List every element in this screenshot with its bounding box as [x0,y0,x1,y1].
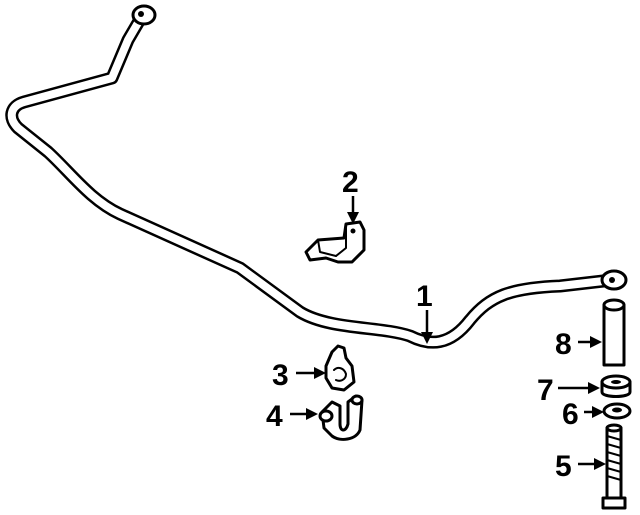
bushing-clamp [318,394,364,441]
callout-6: 6 [562,398,579,431]
callout-2: 2 [342,166,359,199]
callout-8: 8 [555,328,572,361]
grommet [600,374,632,398]
bushing [324,344,356,392]
stabilizer-bar [5,4,628,349]
washer [602,402,632,420]
bar-end-eye-top [131,4,157,26]
callout-1: 1 [416,280,433,313]
spacer-sleeve [602,298,626,367]
bolt [601,423,627,510]
callout-3: 3 [272,359,289,392]
callout-7: 7 [537,374,554,407]
callout-labels: 1 2 3 4 5 6 7 8 [266,166,579,483]
callout-5: 5 [555,450,572,483]
mounting-bracket [304,220,366,264]
callout-arrows [290,196,606,470]
callout-4: 4 [266,400,283,433]
